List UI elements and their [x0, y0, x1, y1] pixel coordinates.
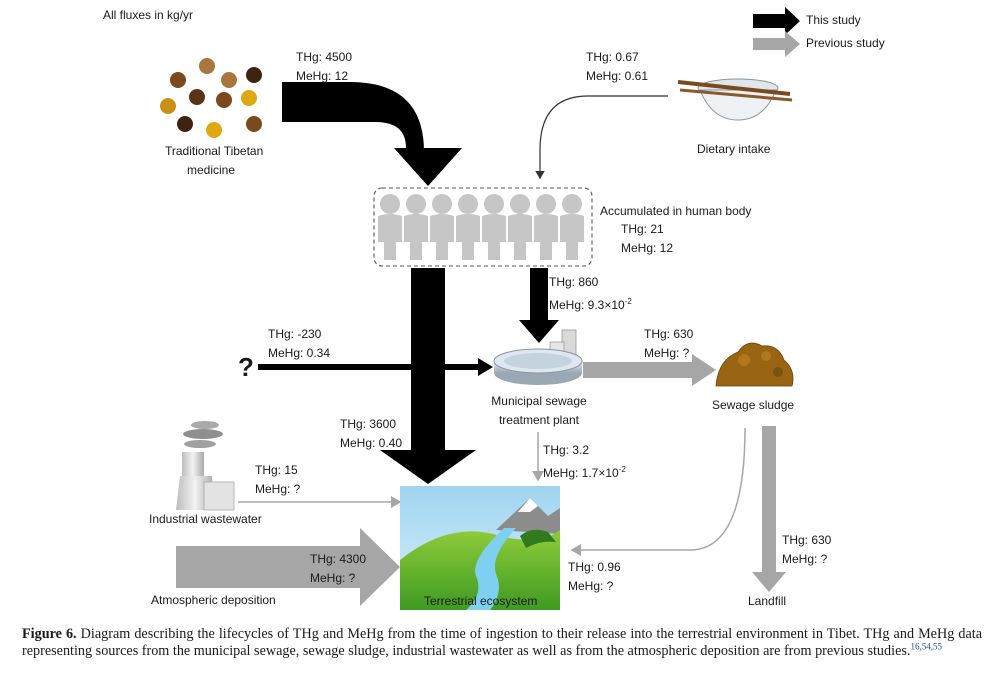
figure-caption: Figure 6. Diagram describing the lifecyc… — [22, 626, 982, 660]
atmospheric-label: Atmospheric deposition — [151, 593, 276, 607]
sewage-plant-label: Municipal sewage treatment plant — [491, 394, 587, 427]
flux-thg: THg: 15 — [255, 463, 298, 477]
flux-diet-to-body: THg: 0.67 MeHg: 0.61 — [586, 48, 648, 86]
sludge-pile-icon — [715, 342, 794, 387]
flux-medicine-to-body: THg: 4500 MeHg: 12 — [296, 48, 352, 86]
caption-refs[interactable]: 16,54,55 — [910, 641, 942, 652]
arrow-unknown-to-plant — [258, 358, 493, 376]
medicine-label: Traditional Tibetan medicine — [165, 144, 264, 177]
arrow-diet-to-body — [535, 95, 668, 180]
caption-text: Diagram describing the lifecycles of THg… — [22, 626, 982, 659]
units-note: All fluxes in kg/yr — [103, 8, 194, 22]
flux-mehg: MeHg: ? — [644, 346, 690, 360]
flux-mehg: MeHg: 0.40 — [340, 436, 403, 450]
sludge-label: Sewage sludge — [712, 398, 795, 412]
flux-mehg: MeHg: 0.34 — [268, 346, 331, 360]
dietary-label: Dietary intake — [697, 142, 771, 156]
flux-thg: THg: 0.96 — [568, 560, 621, 574]
terrestrial-label: Terrestrial ecosystem — [424, 594, 538, 608]
flux-sludge-to-landfill: THg: 630 MeHg: ? — [782, 531, 831, 569]
arrow-medicine-to-body — [282, 82, 462, 186]
flux-thg: THg: 0.67 — [586, 50, 639, 64]
arrow-body-to-plant — [519, 268, 559, 343]
flux-mehg: MeHg: 1.7×10-2 — [543, 465, 626, 480]
unknown-source-mark: ? — [238, 352, 254, 382]
flux-mehg: MeHg: ? — [568, 579, 614, 593]
flux-atmospheric-to-ecosystem: THg: 4300 MeHg: ? — [310, 550, 366, 588]
flux-unknown-to-plant: THg: -230 MeHg: 0.34 — [268, 325, 330, 363]
flux-thg: THg: -230 — [268, 327, 322, 341]
legend-this-study-arrow — [753, 7, 800, 35]
human-body-label: Accumulated in human body — [600, 204, 752, 218]
flux-thg: THg: 4500 — [296, 50, 353, 64]
flux-mehg: MeHg: 12 — [296, 69, 349, 83]
legend-previous-study-label: Previous study — [806, 36, 885, 50]
industrial-label: Industrial wastewater — [149, 512, 262, 526]
arrow-sludge-to-landfill — [752, 426, 786, 592]
lifecycle-diagram — [160, 7, 800, 610]
flux-mehg: MeHg: 9.3×10-2 — [549, 297, 632, 312]
flux-mehg: MeHg: ? — [255, 482, 301, 496]
arrow-atmospheric-to-ecosystem — [176, 528, 400, 606]
stock-thg: THg: 21 — [621, 222, 664, 236]
flux-industrial-to-ecosystem: THg: 15 MeHg: ? — [255, 461, 300, 499]
stock-mehg: MeHg: 12 — [621, 241, 674, 255]
arrow-plant-to-sludge — [583, 354, 716, 386]
flux-thg: THg: 3600 — [340, 417, 397, 431]
factory-icon — [176, 421, 235, 511]
legend-this-study-label: This study — [806, 13, 861, 27]
flux-body-to-ecosystem: THg: 3600 MeHg: 0.40 — [340, 415, 402, 453]
human-body-stock: THg: 21 MeHg: 12 — [621, 220, 673, 258]
flux-thg: THg: 630 — [782, 533, 832, 547]
flux-mehg: MeHg: 0.61 — [586, 69, 649, 83]
flux-sludge-to-ecosystem: THg: 0.96 MeHg: ? — [568, 558, 621, 596]
flux-plant-to-sludge: THg: 630 MeHg: ? — [644, 325, 693, 363]
legend-previous-study-arrow — [753, 31, 800, 57]
people-group-icon — [378, 194, 584, 260]
flux-body-to-plant: THg: 860 MeHg: 9.3×10-2 — [549, 273, 632, 315]
human-body-box — [373, 187, 593, 267]
flux-mehg: MeHg: ? — [310, 571, 356, 585]
bowl-chopsticks-icon — [677, 78, 793, 121]
flux-thg: THg: 630 — [644, 327, 694, 341]
flux-mehg: MeHg: ? — [782, 552, 828, 566]
landscape-icon — [400, 486, 560, 610]
caption-label: Figure 6. — [22, 626, 77, 642]
flux-thg: THg: 4300 — [310, 552, 367, 566]
flux-plant-to-ecosystem: THg: 3.2 MeHg: 1.7×10-2 — [543, 441, 626, 483]
arrow-sludge-to-ecosystem — [570, 427, 746, 556]
legend — [753, 7, 800, 57]
medicine-pills-icon — [160, 58, 262, 138]
flux-thg: THg: 860 — [549, 275, 599, 289]
landfill-label: Landfill — [748, 594, 787, 608]
sewage-tank-icon — [493, 329, 583, 385]
flux-thg: THg: 3.2 — [543, 443, 590, 457]
arrow-body-to-ecosystem — [380, 268, 476, 484]
